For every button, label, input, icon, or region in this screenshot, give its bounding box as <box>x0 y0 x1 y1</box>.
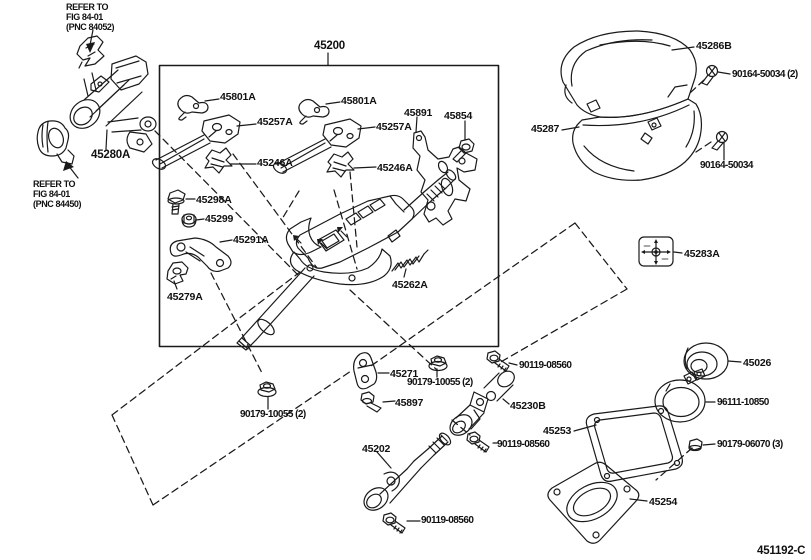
drawing-bracket-45891 <box>412 130 478 226</box>
part-label-96111-10850: 96111-10850 <box>717 397 769 408</box>
assembly-box-45200 <box>158 64 500 348</box>
part-label-90119-08560-top: 90119-08560 <box>519 360 572 371</box>
drawing-nut-90179-10055-right <box>428 355 448 372</box>
drawing-intermediate-shaft-45202 <box>363 432 452 511</box>
part-label-90179-10055-left: 90179-10055 (2) <box>240 409 306 420</box>
drawing-ignition-switch-84052 <box>76 35 105 69</box>
part-label-45291a: 45291A <box>233 234 269 246</box>
drawing-bolt-45897 <box>360 391 382 413</box>
reference-line: REFER TO <box>33 179 76 189</box>
drawing-lower-column-cover-45287 <box>572 98 703 181</box>
drawing-bolt-45298a <box>167 189 186 215</box>
part-label-45279a: 45279A <box>167 291 203 303</box>
part-label-45271: 45271 <box>390 368 419 380</box>
part-label-90179-06070: 90179-06070 (3) <box>717 439 783 450</box>
drawing-bracket-45257a-left <box>150 114 241 172</box>
reference-line: FIG 84-01 <box>33 189 70 199</box>
part-label-45299: 45299 <box>205 213 234 225</box>
part-label-45283a: 45283A <box>684 248 720 260</box>
drawing-bolt-90119-08560-top <box>486 350 510 372</box>
part-label-90119-08560-bottom: 90119-08560 <box>421 515 474 526</box>
drawing-screw-90164-lower <box>711 130 729 151</box>
part-label-45246a-right: 45246A <box>377 162 413 174</box>
part-label-45280a: 45280A <box>91 149 131 161</box>
reference-line: (PNC 84052) <box>66 22 115 32</box>
part-label-45254: 45254 <box>649 496 678 508</box>
part-label-45891: 45891 <box>404 107 433 119</box>
part-label-45230b: 45230B <box>510 400 546 412</box>
reference-note-top: REFER TO FIG 84-01 (PNC 84052) <box>66 2 115 32</box>
drawing-retainer-ring-96111 <box>654 368 706 423</box>
drawing-code: 451192-C <box>757 545 806 557</box>
reference-line: REFER TO <box>66 2 109 12</box>
drawing-nut-90179-06070 <box>688 438 703 452</box>
part-label-45801a-left: 45801A <box>220 91 256 103</box>
leader-lines <box>105 46 742 522</box>
part-label-45253: 45253 <box>543 425 572 437</box>
drawing-bolt-45854 <box>452 138 475 163</box>
drawing-nut-90179-10055-left <box>257 381 277 398</box>
part-label-90164-50034: 90164-50034 <box>700 160 753 171</box>
drawing-lever-45801a-left <box>177 94 209 121</box>
drawing-hole-cover-45254 <box>547 461 640 544</box>
drawing-clamp-45279a <box>166 261 189 285</box>
part-label-45026: 45026 <box>743 357 772 369</box>
drawing-nut-45299 <box>181 213 197 228</box>
drawing-key-cylinder-84450 <box>36 120 75 165</box>
part-label-45854: 45854 <box>444 110 473 122</box>
part-label-90119-08560-mid: 90119-08560 <box>497 439 550 450</box>
part-label-45286b: 45286B <box>696 40 732 52</box>
assembly-projection-dashed-lines <box>111 79 712 506</box>
drawing-clamp-45246a-left <box>204 147 233 174</box>
drawing-spring-45262a <box>391 249 429 272</box>
drawing-bracket-45271 <box>353 352 378 390</box>
part-label-90179-10055-right: 90179-10055 (2) <box>407 377 473 388</box>
drawing-universal-joint-45230b <box>449 370 515 436</box>
drawing-lever-45291a <box>169 237 232 273</box>
part-label-45202: 45202 <box>362 443 391 455</box>
part-label-45257a-left: 45257A <box>257 116 293 128</box>
reference-line: (PNC 84450) <box>33 199 82 209</box>
part-label-45262a: 45262A <box>392 279 428 291</box>
part-label-45257a-right: 45257A <box>376 121 412 133</box>
part-label-45287: 45287 <box>531 123 560 135</box>
drawing-lock-housing-45280a <box>69 55 157 153</box>
drawing-caution-label-45283a <box>638 236 674 267</box>
drawing-gasket-45253 <box>585 405 683 482</box>
reference-note-bottom: REFER TO FIG 84-01 (PNC 84450) <box>33 179 82 209</box>
part-label-90164-50034-x2: 90164-50034 (2) <box>732 69 798 80</box>
drawing-screw-90164-upper <box>701 64 719 86</box>
part-label-45801a-right: 45801A <box>341 95 377 107</box>
part-label-45200: 45200 <box>314 40 345 52</box>
drawing-steering-column-45200 <box>236 169 457 351</box>
part-label-45298a: 45298A <box>196 194 232 206</box>
drawing-bearing-45026 <box>683 342 729 380</box>
drawing-lever-45801a-right <box>298 98 330 125</box>
part-label-45246a-left: 45246A <box>257 157 293 169</box>
drawing-bolt-90119-08560-bottom <box>382 512 406 534</box>
part-label-45897: 45897 <box>395 397 424 409</box>
reference-line: FIG 84-01 <box>66 12 103 22</box>
